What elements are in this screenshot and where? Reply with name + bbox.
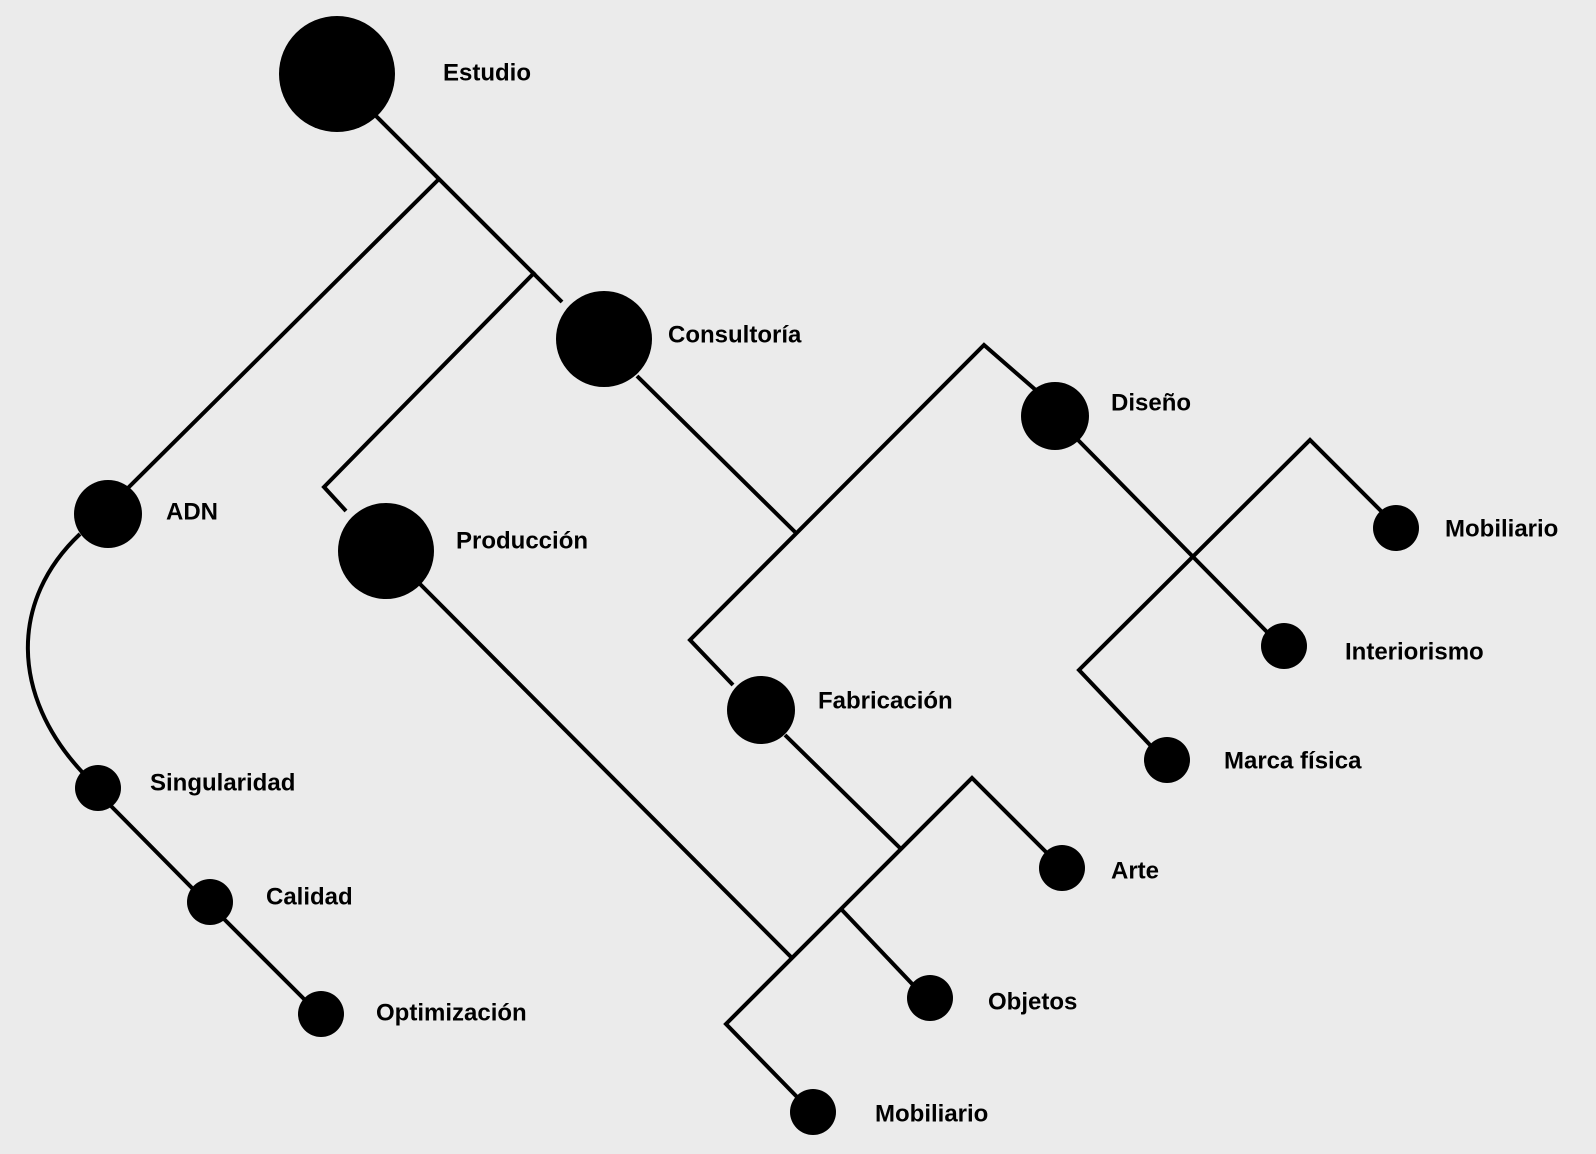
node-adn[interactable] <box>74 480 142 548</box>
edge-adn-singularidad <box>25 532 85 775</box>
edges <box>25 110 1384 1102</box>
label-calidad: Calidad <box>266 884 353 911</box>
label-diseno: Diseño <box>1111 390 1191 417</box>
edge-estudio-consultoria <box>370 110 564 304</box>
label-produccion: Producción <box>456 528 588 555</box>
edge-singularidad-calidad <box>108 803 196 892</box>
node-arte[interactable] <box>1039 845 1085 891</box>
label-fabricacion: Fabricación <box>818 688 953 715</box>
label-arte: Arte <box>1111 858 1159 885</box>
edge-fabricacion-fork <box>723 775 1048 1102</box>
edge-diseno-subfork <box>1076 437 1384 748</box>
label-adn: ADN <box>166 499 218 526</box>
node-produccion[interactable] <box>338 503 434 599</box>
label-mobiliario-diseno: Mobiliario <box>1445 516 1558 543</box>
node-objetos[interactable] <box>907 975 953 1021</box>
label-marca-fisica: Marca física <box>1224 748 1362 775</box>
node-consultoria[interactable] <box>556 291 652 387</box>
node-interiorismo[interactable] <box>1261 623 1307 669</box>
node-mobiliario-diseno[interactable] <box>1373 505 1419 551</box>
node-calidad[interactable] <box>187 879 233 925</box>
label-singularidad: Singularidad <box>150 770 295 797</box>
node-marca-fisica[interactable] <box>1144 737 1190 783</box>
edge-consultoria-junction <box>635 374 797 534</box>
label-interiorismo: Interiorismo <box>1345 639 1484 666</box>
node-mobiliario-fabricacion[interactable] <box>790 1089 836 1135</box>
nodes <box>74 16 1419 1135</box>
edge-diseno-interiorismo <box>1076 438 1269 634</box>
label-consultoria: Consultoría <box>668 322 802 349</box>
node-estudio[interactable] <box>279 16 395 132</box>
edge-fabricacion-junction <box>783 733 902 850</box>
edge-objetos <box>840 908 918 990</box>
node-fabricacion[interactable] <box>727 676 795 744</box>
labels: Estudio Consultoría Producción ADN Singu… <box>150 60 1558 1128</box>
edge-estudio-adn <box>126 176 442 490</box>
edge-trunk-produccion <box>321 270 537 513</box>
node-optimizacion[interactable] <box>298 991 344 1037</box>
edge-calidad-optimizacion <box>222 917 310 1005</box>
label-objetos: Objetos <box>988 989 1077 1016</box>
edge-diseno-fabricacion-fork <box>687 342 1040 687</box>
node-singularidad[interactable] <box>75 765 121 811</box>
label-mobiliario-fabricacion: Mobiliario <box>875 1101 988 1128</box>
node-diseno[interactable] <box>1021 382 1089 450</box>
label-optimizacion: Optimización <box>376 1000 527 1027</box>
edge-produccion-junction <box>418 582 794 960</box>
label-estudio: Estudio <box>443 60 531 87</box>
